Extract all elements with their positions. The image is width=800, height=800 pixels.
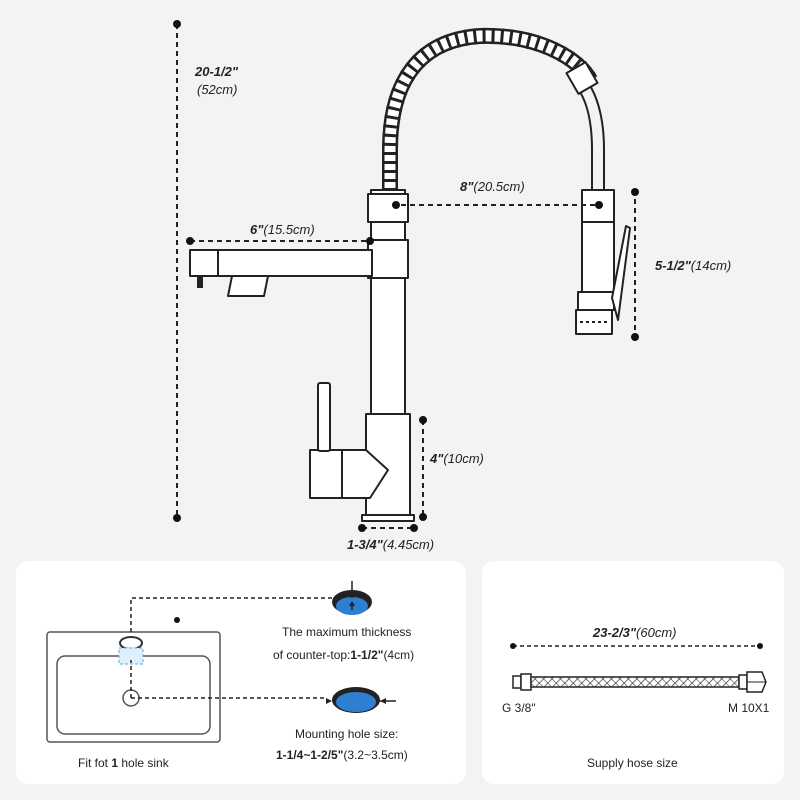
height-dim-value: 20-1/2" [194,64,239,79]
hose-info-card [482,561,784,784]
spout-outlet [227,275,269,297]
sprayer-collar [577,291,615,311]
hose-diagram [510,643,767,693]
faucet-drawing [189,27,631,522]
thickness-line-2: of counter-top:1-1/2"(4cm) [273,648,414,662]
sprayer-dim-label: 5-1/2"(14cm) [655,258,731,273]
pull-down-hose [584,77,605,195]
sprayer-trigger [611,225,631,321]
mounting-hole-line-1: Mounting hole size: [295,727,398,741]
sink-caption: Fit fot 1 hole sink [78,756,170,770]
spout-dim-label: 6"(15.5cm) [250,222,315,237]
height-dim-unit: (52cm) [197,82,237,97]
faucet-hole-top [119,636,143,650]
hose-caption: Supply hose size [587,756,678,770]
dimension-endpoints [173,20,639,532]
thickness-line-1: The maximum thickness [282,625,411,639]
sink-diagram [46,581,396,743]
lever-handle [317,382,331,452]
base-height-dim-label: 4"(10cm) [429,451,484,466]
right-fitting [738,674,748,690]
dimension-lines [176,24,636,529]
faucet-column [370,189,406,421]
spring-end-clip [565,61,599,95]
hose-left-end-label: G 3/8" [502,701,536,715]
reach-dim-label: 8"(20.5cm) [460,179,525,194]
base-dia-dim-label: 1-3/4"(4.45cm) [347,537,434,552]
pot-filler-spout [189,249,373,277]
spout-collar [367,239,409,279]
hole-cutaway [118,647,144,665]
sprayer-body [581,221,615,293]
spring-holder [367,193,409,223]
base-plate [361,514,415,522]
left-fitting [512,675,522,689]
hose-right-end-label: M 10X1 [728,701,770,715]
hose-length-label: 23-2/3"(60cm) [592,625,676,640]
mounting-hole-line-2: 1-1/4~1-2/5"(3.2~3.5cm) [276,748,408,762]
handle-base [309,449,343,499]
